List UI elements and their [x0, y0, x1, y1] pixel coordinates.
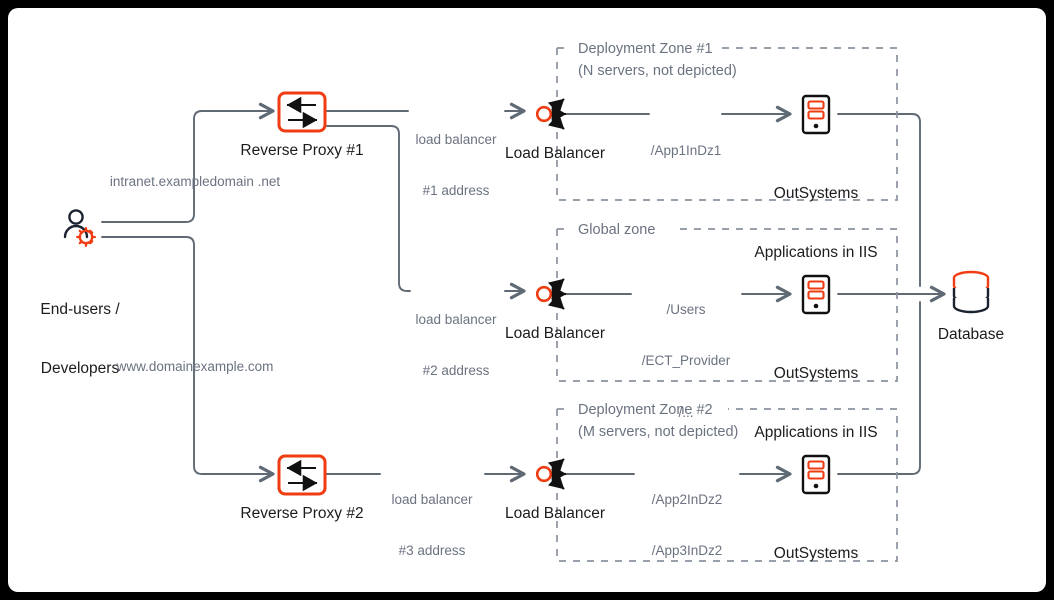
load-balancer-icon-mid — [535, 278, 567, 310]
iis-server-1-label: OutSystems Applications in IIS — [754, 184, 878, 262]
load-balancer-icon-bot — [535, 458, 567, 490]
load-balancer-top-label: Load Balancer — [505, 145, 605, 162]
zone-dz2-subtitle: (M servers, not depicted) — [578, 424, 739, 440]
end-user-label-line2: Developers — [40, 360, 120, 378]
end-user-label-line1: End-users / — [40, 300, 120, 318]
reverse-proxy-icon-1 — [277, 91, 327, 133]
zone-global-title: Global zone — [578, 222, 656, 238]
lb1-address-label: load balancer #1 address — [415, 131, 497, 199]
reverse-proxy-1-label: Reverse Proxy #1 — [240, 142, 364, 159]
iis-server-icon-1 — [801, 94, 831, 135]
zone-dz1-paths: /App1InDz1 — [650, 142, 722, 158]
load-balancer-icon-top — [535, 98, 567, 130]
diagram-frame: End-users / Developers intranet.exampled… — [8, 8, 1046, 592]
database-label: Database — [937, 326, 1005, 343]
zone-dz1-title: Deployment Zone #1 — [578, 41, 713, 57]
zone-dz2-paths: /App2InDz2 /App3InDz2 — [651, 491, 723, 559]
end-user-label: End-users / Developers — [40, 260, 119, 419]
public-domain-label: www.domainexample.com — [116, 359, 274, 374]
diagram-canvas: End-users / Developers intranet.exampled… — [8, 8, 1046, 592]
reverse-proxy-icon-2 — [277, 454, 327, 496]
user-gear-icon — [63, 209, 96, 247]
zone-dz1-subtitle: (N servers, not depicted) — [578, 63, 737, 79]
lb3-address-label: load balancer #3 address — [391, 491, 473, 559]
iis-server-3-label: OutSystems Applications in IIS — [773, 544, 859, 562]
database-cylinder-icon — [952, 270, 990, 314]
iis-server-2-label: OutSystems Applications in IIS — [754, 364, 878, 442]
load-balancer-mid-label: Load Balancer — [505, 325, 605, 342]
reverse-proxy-2-label: Reverse Proxy #2 — [240, 505, 364, 522]
zone-dz2-title: Deployment Zone #2 — [578, 402, 713, 418]
zone-global-paths: /Users /ECT_Provider /... — [641, 301, 731, 421]
intranet-domain-label: intranet.exampledomain .net — [109, 174, 281, 189]
lb2-address-label: load balancer #2 address — [415, 311, 497, 379]
load-balancer-bot-label: Load Balancer — [505, 505, 605, 522]
